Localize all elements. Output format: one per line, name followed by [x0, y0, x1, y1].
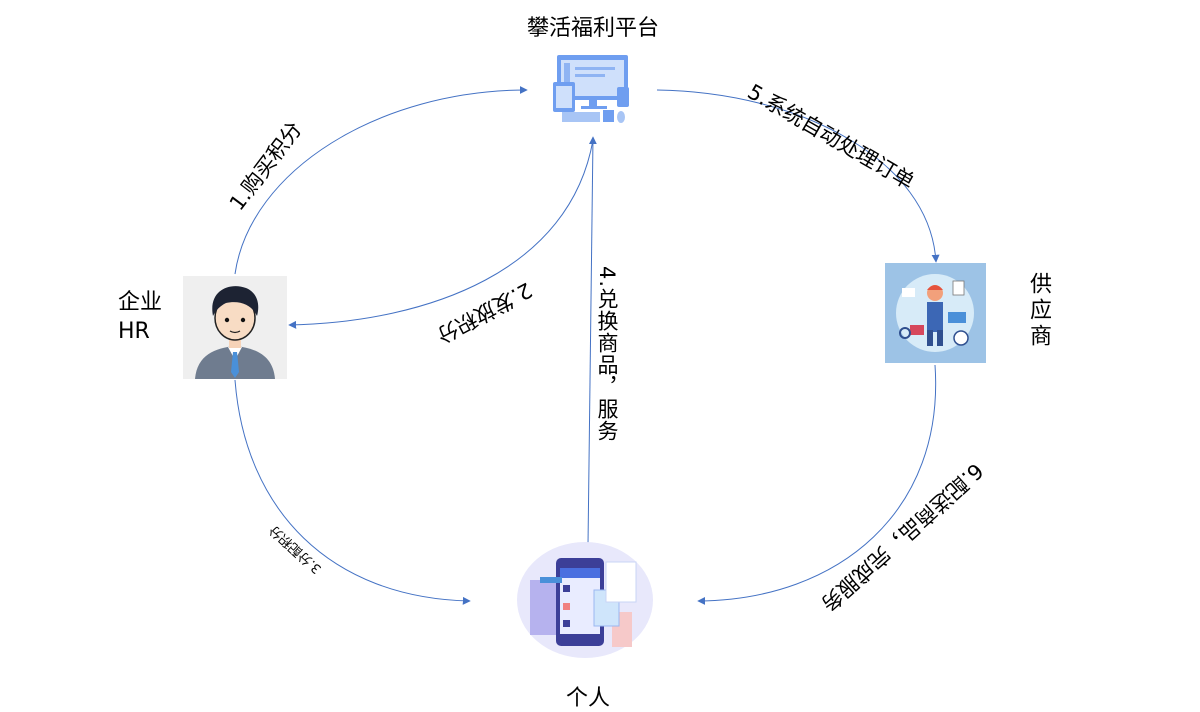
- hr-avatar: [183, 276, 287, 379]
- individual-label: 个人: [566, 686, 611, 711]
- arrow-1-buy-points: [234, 86, 528, 275]
- supplier-label: 供应商: [1026, 272, 1051, 350]
- arrow-6-deliver: [697, 364, 937, 605]
- arrow-4-redeem: [587, 136, 597, 546]
- hr-label: 企业 HR: [118, 288, 162, 346]
- step-4-label: 4.兑换商品，服务: [595, 266, 619, 443]
- arrow-3-allocate-points: [234, 379, 471, 605]
- step-1-label: 1.购买积分: [225, 117, 307, 215]
- step-5-label: 5.系统自动处理订单: [744, 80, 919, 195]
- supplier-multitask-icon: [885, 263, 986, 363]
- computer-devices-icon: [553, 55, 629, 123]
- step-2-label: 2.发放积分: [433, 278, 536, 348]
- arrow-5-process-orders: [656, 89, 940, 263]
- step-6-label: 6.配送商品，完成服务: [816, 458, 987, 616]
- platform-label: 攀活福利平台: [527, 16, 660, 41]
- hr-label-line1: 企业: [118, 290, 163, 315]
- mobile-app-icon: [517, 542, 653, 658]
- arrow-2-issue-points: [288, 139, 594, 329]
- hr-label-line2: HR: [118, 319, 150, 344]
